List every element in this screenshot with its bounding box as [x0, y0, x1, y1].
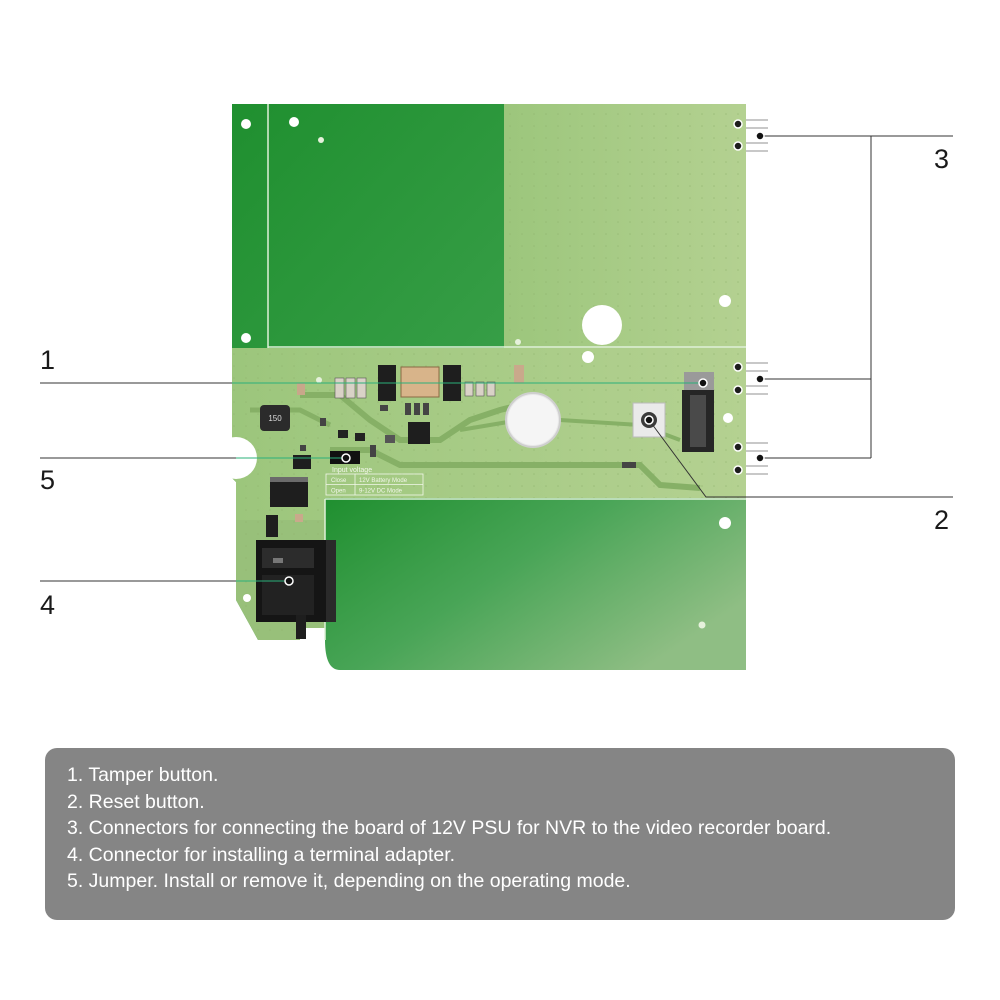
mount-hole: [582, 351, 594, 363]
mount-hole: [241, 333, 251, 343]
callout-number-5: 5: [40, 465, 56, 495]
callout-dot-3: [755, 453, 765, 463]
pcb-board: 150: [215, 104, 768, 670]
jumper-table-title: Input voltage: [332, 467, 372, 474]
callout-dot-4: [284, 576, 294, 586]
smd-components: [293, 365, 636, 469]
legend-box: 1. Tamper button. 2. Reset button. 3. Co…: [45, 748, 955, 920]
legend-item: 4. Connector for installing a terminal a…: [67, 843, 456, 866]
legend-item: 3. Connectors for connecting the board o…: [67, 817, 832, 839]
inductor-label: 150: [268, 414, 282, 423]
callout-number-2: 2: [934, 505, 950, 535]
callout-dot-5: [341, 453, 351, 463]
mount-hole: [316, 377, 322, 383]
jumper-mode-open: 9-12V DC Mode: [359, 489, 403, 495]
mount-hole: [318, 137, 324, 143]
mount-hole: [243, 594, 251, 602]
mount-hole: [719, 295, 731, 307]
bottom-region: [325, 498, 746, 670]
mount-hole: [723, 413, 733, 423]
legend-item: 5. Jumper. Install or remove it, dependi…: [67, 870, 631, 892]
jumper-mode-close: 12V Battery Mode: [359, 478, 408, 484]
right-connectors: [733, 119, 768, 475]
callout-number-3: 3: [934, 144, 950, 174]
legend-item: 2. Reset button.: [67, 790, 205, 813]
callout-number-1: 1: [40, 345, 56, 375]
tamper-button: [682, 372, 714, 452]
pcb-diagram: 150: [40, 104, 953, 670]
legend-list: 1. Tamper button. 2. Reset button. 3. Co…: [67, 762, 933, 895]
callout-number-4: 4: [40, 590, 56, 620]
callout-dot-3: [755, 374, 765, 384]
jumper-table: Input voltage Close 12V Battery Mode Ope…: [325, 467, 424, 496]
mount-hole: [698, 621, 706, 629]
callout-dot-3: [755, 131, 765, 141]
callout-lines: [40, 131, 953, 586]
mount-hole: [241, 119, 251, 129]
jumper-state-close: Close: [331, 478, 347, 484]
legend-item: 1. Tamper button.: [67, 764, 219, 786]
callout-dot-2: [644, 415, 654, 425]
callout-dot-1: [698, 378, 708, 388]
mount-hole: [289, 117, 299, 127]
mount-hole: [582, 305, 622, 345]
callout-line-2: [648, 419, 953, 498]
inductor: 150: [260, 405, 290, 431]
jumper-state-open: Open: [331, 489, 346, 495]
terminal-connector: [256, 515, 336, 639]
mount-hole: [719, 517, 731, 529]
mount-hole: [515, 339, 521, 345]
